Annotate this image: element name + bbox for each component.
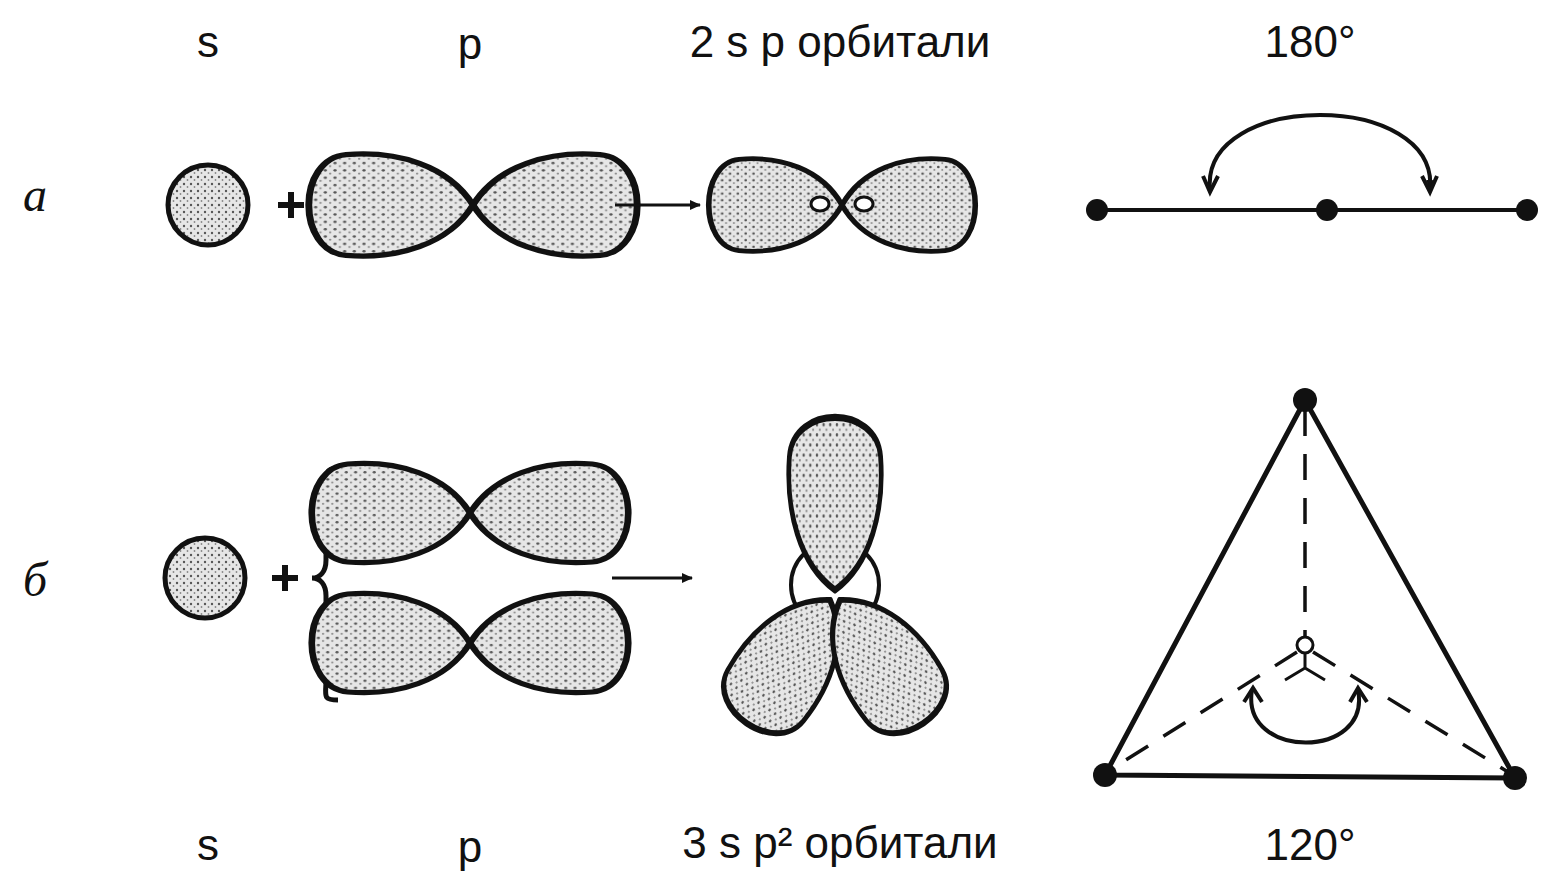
p-orbital — [312, 593, 629, 692]
text-label: s — [197, 821, 219, 869]
reaction-arrow — [615, 204, 700, 207]
p-orbital — [312, 463, 629, 562]
text-label: 3 s p² орбитали — [682, 819, 997, 867]
reaction-arrow — [612, 577, 692, 580]
text-label: p — [458, 823, 482, 871]
p-orbital — [309, 154, 637, 256]
sp2-orbitals — [708, 417, 961, 749]
sp-orbitals — [709, 159, 976, 251]
text-label: 2 s p орбитали — [690, 18, 991, 66]
linear-geometry — [1086, 115, 1538, 221]
plus-sign — [278, 192, 304, 218]
text-label: б — [23, 554, 47, 607]
text-label: 180° — [1264, 18, 1355, 66]
text-label: p — [458, 20, 482, 68]
arrow-head — [1422, 176, 1437, 192]
text-label: s — [197, 18, 219, 66]
text-label: 120° — [1264, 821, 1355, 869]
text-label: а — [23, 169, 47, 222]
s-orbital — [165, 538, 245, 618]
s-orbital — [168, 165, 248, 245]
trigonal-geometry — [1093, 388, 1527, 790]
plus-sign — [272, 565, 298, 591]
